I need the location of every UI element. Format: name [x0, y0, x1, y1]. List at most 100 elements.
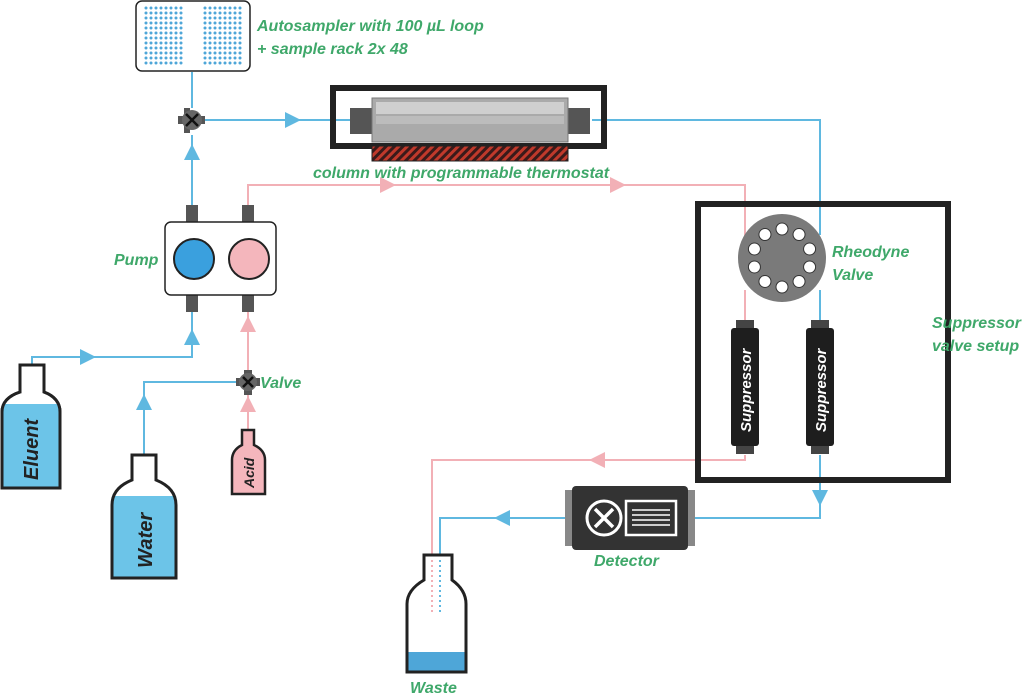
sample-vial: [238, 56, 242, 60]
sample-vial: [228, 36, 232, 40]
sample-vial: [233, 36, 237, 40]
sample-vial: [149, 56, 153, 60]
sample-vial: [159, 16, 163, 20]
sample-vial: [149, 11, 153, 15]
sample-vial: [223, 31, 227, 35]
sample-vial: [233, 46, 237, 50]
sample-vial: [159, 61, 163, 65]
sample-vial: [228, 31, 232, 35]
sample-vial: [213, 56, 217, 60]
sample-vial: [149, 21, 153, 25]
suppressor-right: Suppressor: [806, 320, 834, 454]
autosampler: [135, 0, 251, 72]
sample-vial: [179, 46, 183, 50]
sample-vial: [233, 31, 237, 35]
sample-vial: [164, 61, 168, 65]
sample-vial: [174, 21, 178, 25]
sample-vial: [223, 6, 227, 10]
sample-vial: [218, 31, 222, 35]
sample-vial: [228, 26, 232, 30]
sample-vial: [238, 6, 242, 10]
autosampler-label-line1: Autosampler with 100 µL loop: [256, 18, 484, 35]
sample-vial: [159, 31, 163, 35]
sample-vial: [144, 31, 148, 35]
sample-vial: [179, 26, 183, 30]
sample-vial: [174, 61, 178, 65]
sample-vial: [218, 11, 222, 15]
sample-vial: [144, 6, 148, 10]
sample-vial: [208, 46, 212, 50]
sample-vial: [174, 11, 178, 15]
sample-vial: [233, 21, 237, 25]
sample-vial: [179, 11, 183, 15]
detector-display: [624, 499, 678, 537]
sample-vial: [179, 56, 183, 60]
sample-vial: [238, 51, 242, 55]
sample-vial: [154, 26, 158, 30]
sample-vial: [203, 61, 207, 65]
sample-vial: [179, 61, 183, 65]
sample-vial: [233, 11, 237, 15]
column-thermostat: [330, 85, 607, 162]
sample-vial: [238, 31, 242, 35]
sample-vial: [238, 11, 242, 15]
sample-vial: [169, 11, 173, 15]
sample-vial: [179, 21, 183, 25]
sample-vial: [144, 11, 148, 15]
sample-vial: [223, 21, 227, 25]
sample-vial: [154, 11, 158, 15]
sample-vial: [228, 51, 232, 55]
sample-vial: [159, 6, 163, 10]
sample-vial: [164, 51, 168, 55]
sample-vial: [208, 26, 212, 30]
valve-port: [775, 280, 789, 294]
sample-vial: [223, 11, 227, 15]
sample-vial: [149, 61, 153, 65]
suppressor-setup-frame: [695, 201, 951, 483]
sample-vial: [203, 11, 207, 15]
sample-vial: [144, 16, 148, 20]
regenerant-flow-lines: [240, 177, 746, 610]
sample-vial: [208, 56, 212, 60]
suppressor-setup-label-line1: Suppressor: [932, 315, 1022, 332]
sample-vial: [169, 31, 173, 35]
sample-vial: [174, 51, 178, 55]
sample-vial: [233, 6, 237, 10]
acid-bottle: Acid: [230, 428, 267, 496]
sample-vial: [149, 46, 153, 50]
sample-vial: [208, 36, 212, 40]
valve-port: [775, 222, 789, 236]
sample-vial: [169, 41, 173, 45]
sample-vial: [218, 61, 222, 65]
valve-port: [758, 228, 772, 242]
sample-vial: [213, 31, 217, 35]
sample-vial: [164, 6, 168, 10]
sample-vial: [218, 36, 222, 40]
sample-vial: [159, 56, 163, 60]
sample-vial: [208, 21, 212, 25]
sample-vial: [213, 6, 217, 10]
sample-vial: [174, 31, 178, 35]
sample-vial: [174, 41, 178, 45]
sample-vial: [218, 46, 222, 50]
sample-vial: [149, 41, 153, 45]
sample-vial: [238, 16, 242, 20]
eluent-bottle: Eluent: [0, 363, 62, 490]
rheodyne-label-line1: Rheodyne: [832, 244, 909, 261]
sample-vial: [174, 46, 178, 50]
valve-port: [803, 242, 817, 256]
sample-vial: [208, 51, 212, 55]
acid-label: Acid: [241, 457, 257, 489]
sample-vial: [174, 16, 178, 20]
pump: [164, 205, 277, 312]
sample-vial: [169, 51, 173, 55]
sample-vial: [208, 11, 212, 15]
sample-vial: [154, 31, 158, 35]
sample-vial: [218, 56, 222, 60]
sample-vial: [164, 41, 168, 45]
sample-vial: [223, 26, 227, 30]
sample-vial: [179, 36, 183, 40]
water-bottle: Water: [110, 453, 178, 580]
waste-bottle: [405, 553, 468, 674]
sample-vial: [228, 16, 232, 20]
